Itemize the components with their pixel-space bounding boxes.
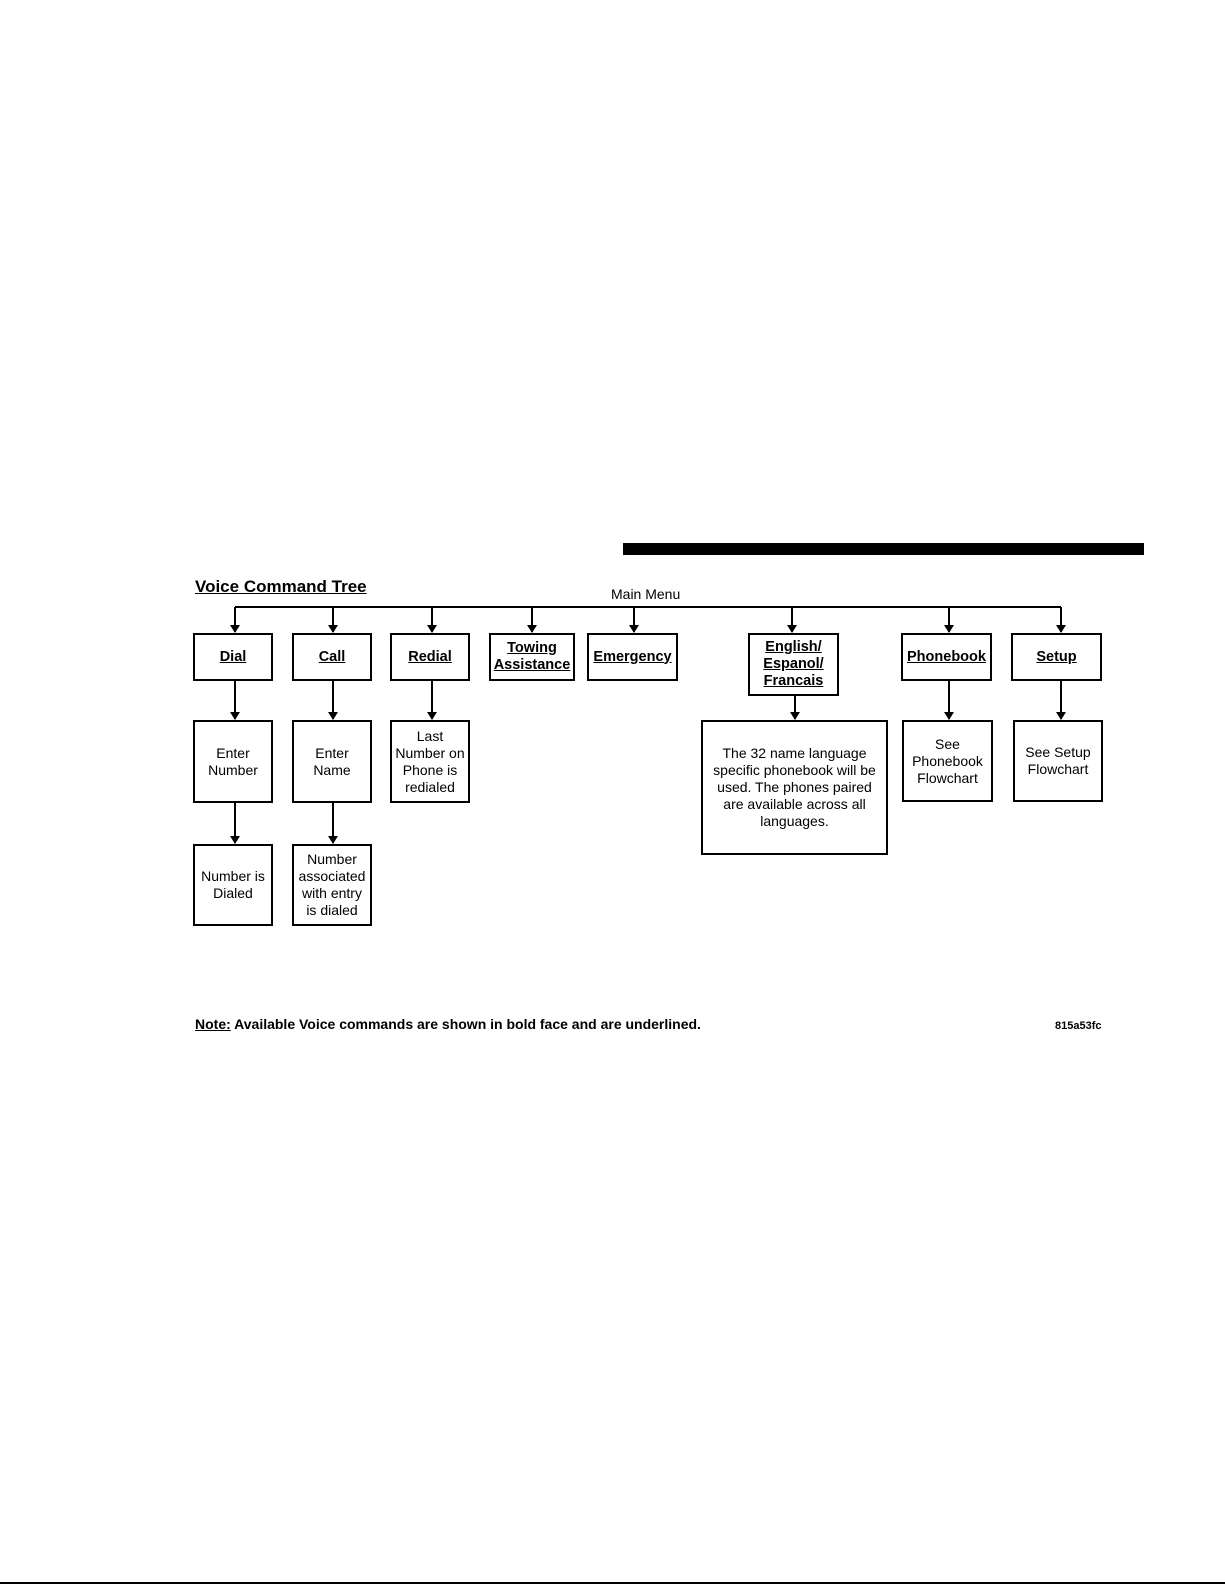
result-see-phonebook: See Phonebook Flowchart <box>902 720 993 802</box>
command-call: Call <box>292 633 372 681</box>
bottom-rule <box>0 1582 1225 1584</box>
result-redialed: Last Number on Phone is redialed <box>390 720 470 803</box>
result-enter-number: Enter Number <box>193 720 273 803</box>
command-setup: Setup <box>1011 633 1102 681</box>
root-node-main-menu: Main Menu <box>611 586 681 602</box>
command-towing-assistance: Towing Assistance <box>489 633 575 681</box>
note: Note: Available Voice commands are shown… <box>195 1016 701 1032</box>
command-phonebook: Phonebook <box>901 633 992 681</box>
result-enter-name: Enter Name <box>292 720 372 803</box>
diagram-title: Voice Command Tree <box>195 577 367 596</box>
image-code: 815a53fc <box>1055 1020 1102 1032</box>
command-redial: Redial <box>390 633 470 681</box>
result-number-dialed: Number is Dialed <box>193 844 273 926</box>
result-language-info: The 32 name language specific phonebook … <box>701 720 888 855</box>
command-dial: Dial <box>193 633 273 681</box>
result-name-dialed: Number associated with entry is dialed <box>292 844 372 926</box>
header-bar <box>623 543 1144 555</box>
note-text: Available Voice commands are shown in bo… <box>230 1016 701 1032</box>
command-language: English/ Espanol/ Francais <box>748 633 839 696</box>
note-label: Note: <box>195 1016 231 1032</box>
command-emergency: Emergency <box>587 633 678 681</box>
result-see-setup: See Setup Flowchart <box>1013 720 1103 802</box>
